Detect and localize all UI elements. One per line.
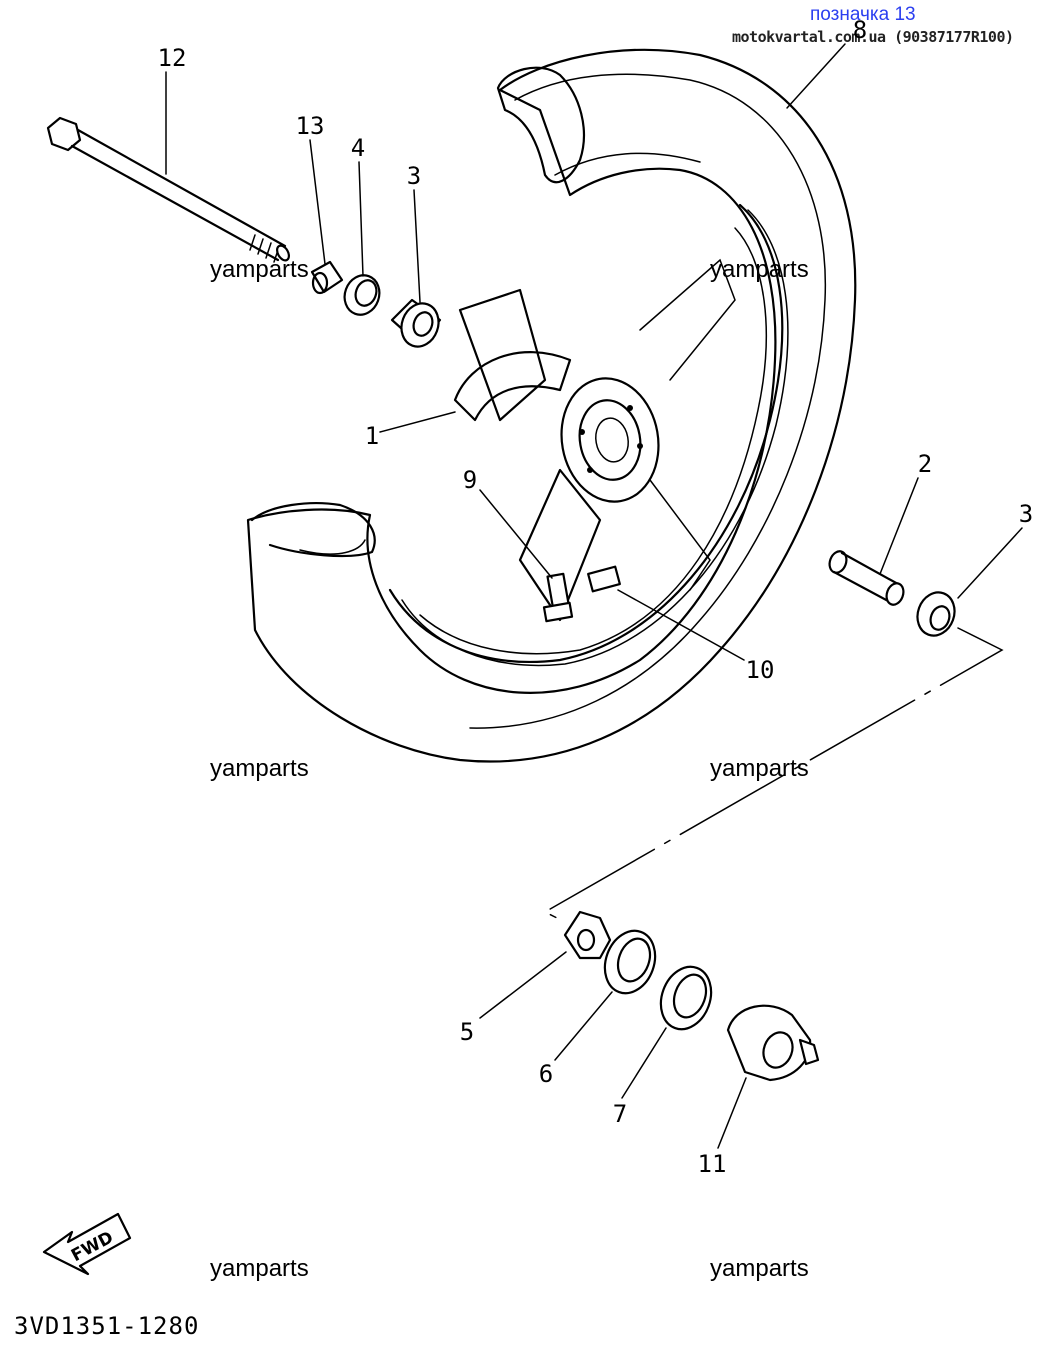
part-number-8: 8	[853, 16, 867, 44]
part-number-6: 6	[539, 1060, 553, 1088]
bearing-3	[659, 965, 713, 1031]
bearing-left	[390, 298, 442, 348]
part-number-1: 1	[365, 422, 379, 450]
bearing-right	[916, 591, 956, 637]
part-number-4: 4	[351, 134, 365, 162]
watermark: yamparts	[710, 755, 809, 782]
leader-lines	[165, 43, 1023, 1149]
part-number-12: 12	[158, 44, 187, 72]
part-number-3-right: 3	[1019, 500, 1033, 528]
part-number-5: 5	[460, 1018, 474, 1046]
part-number-10: 10	[746, 656, 775, 684]
watermark: yamparts	[210, 755, 309, 782]
watermark: yamparts	[210, 256, 309, 283]
part-number-7: 7	[613, 1100, 627, 1128]
oil-seal	[343, 274, 381, 316]
site-reference: motokvartal.com.ua (90387177R100)	[732, 28, 1014, 46]
balance-weight	[587, 565, 621, 593]
spacer	[828, 550, 905, 606]
watermark: yamparts	[210, 1255, 309, 1282]
part-number-13: 13	[296, 112, 325, 140]
wheel-rim	[388, 203, 789, 667]
part-number-9: 9	[463, 466, 477, 494]
meter-gear-assembly	[726, 1004, 820, 1082]
wheel-axle	[46, 116, 290, 263]
tire	[246, 48, 857, 763]
oil-seal-2	[603, 929, 657, 995]
part-number-2: 2	[918, 450, 932, 478]
assembly-line	[543, 627, 1004, 923]
tag-label: позначка 13	[810, 4, 916, 25]
diagram-code: 3VD1351-1280	[14, 1312, 200, 1340]
watermark: yamparts	[710, 256, 809, 283]
valve	[542, 572, 574, 623]
part-number-3-left: 3	[407, 162, 421, 190]
watermark: yamparts	[710, 1255, 809, 1282]
forward-arrow-icon: FWD	[42, 1212, 132, 1276]
meter-clutch	[563, 910, 612, 960]
collar	[310, 260, 344, 295]
part-number-11: 11	[698, 1150, 727, 1178]
